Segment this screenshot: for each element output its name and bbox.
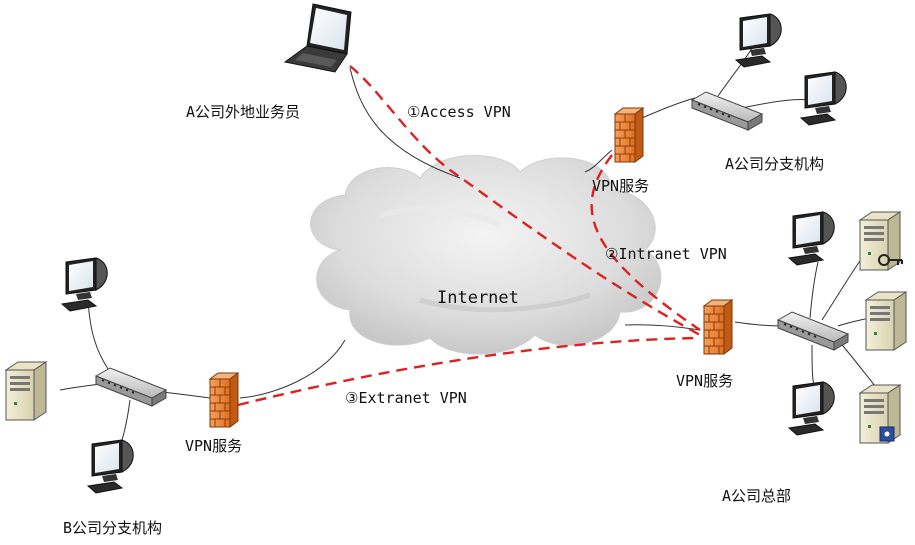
laptop-icon: [283, 3, 352, 73]
extranet-vpn-label: ③Extranet VPN: [345, 389, 467, 407]
branch-a-pc-icon: [735, 13, 782, 68]
hq-pc-icon: [788, 211, 835, 266]
branch-b-switch-icon: [95, 367, 167, 407]
cloud-label: Internet: [437, 288, 519, 308]
branch-a-switch-icon: [691, 91, 763, 131]
branch-b-pc-icon: [87, 439, 134, 494]
branch-b-server-icon: [5, 361, 47, 421]
extranet-vpn-tunnel: [237, 336, 701, 407]
branch-a-firewall-icon: [614, 107, 644, 163]
hq-pc-icon: [788, 381, 835, 436]
key-icon: [878, 254, 903, 266]
lock-icon: [879, 426, 895, 442]
hq-vpn-label: VPN服务: [676, 372, 734, 390]
hq-server-icon: [859, 211, 903, 271]
network-wires: [59, 47, 881, 441]
branch-b-firewall-icon: [209, 372, 239, 428]
vpn-tunnels: [237, 65, 701, 407]
branch-b-label: B公司分支机构: [63, 519, 163, 537]
branch-b-vpn-label: VPN服务: [185, 437, 243, 455]
intranet-vpn-tunnel: [590, 154, 701, 331]
hq-firewall-icon: [703, 299, 733, 355]
branch-b-pc-icon: [61, 257, 108, 312]
hq-server-icon: [859, 384, 901, 444]
hq-label: A公司总部: [722, 487, 792, 505]
hq-server-icon: [865, 291, 907, 351]
hq-switch-icon: [777, 311, 849, 351]
internet-cloud: [310, 155, 662, 355]
branch-a-vpn-label: VPN服务: [592, 177, 650, 195]
access-vpn-label: ①Access VPN: [407, 103, 511, 121]
remote-user-label: A公司外地业务员: [186, 103, 301, 121]
branch-a-pc-icon: [800, 71, 847, 126]
branch-a-label: A公司分支机构: [725, 155, 825, 173]
intranet-vpn-label: ②Intranet VPN: [605, 245, 727, 263]
access-vpn-tunnel: [349, 65, 701, 337]
